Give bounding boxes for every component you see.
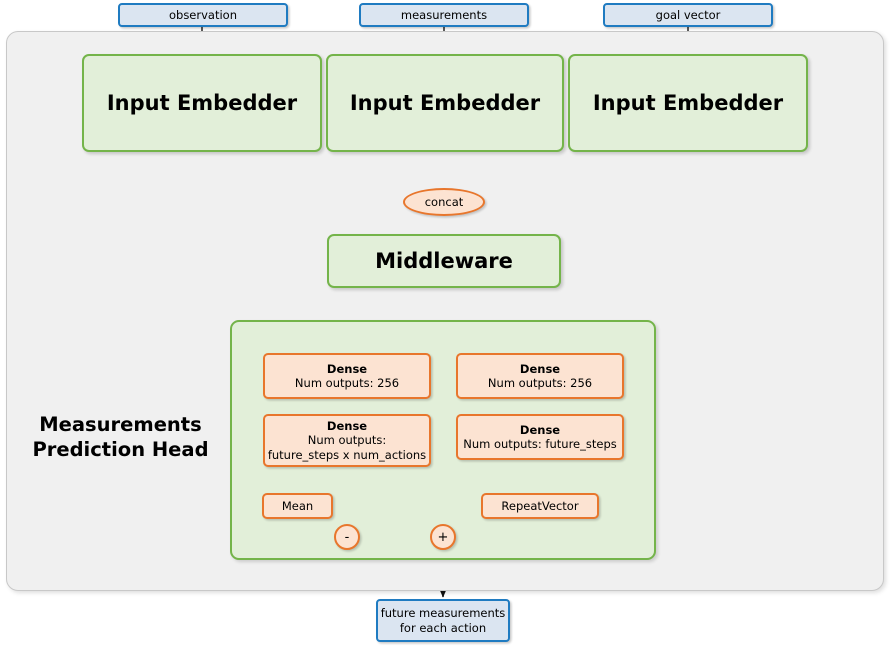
mean-node[interactable]: Mean bbox=[262, 493, 333, 519]
output-box-future-measurements[interactable]: future measurements for each action bbox=[376, 599, 510, 642]
head-title-line-1: Measurements bbox=[39, 413, 202, 436]
right-dense-2-outputs: Num outputs: future_steps bbox=[463, 437, 617, 451]
input-embedder-1-label: Input Embedder bbox=[106, 90, 298, 115]
right-dense-1-outputs: Num outputs: 256 bbox=[487, 376, 593, 390]
input-embedder-3-label: Input Embedder bbox=[592, 90, 784, 115]
left-dense-2[interactable]: Dense Num outputs: future_steps x num_ac… bbox=[263, 414, 431, 467]
left-dense-1-title: Dense bbox=[326, 361, 368, 376]
middleware-node[interactable]: Middleware bbox=[327, 234, 561, 288]
input-embedder-1[interactable]: Input Embedder bbox=[82, 54, 322, 152]
input-box-observation-label: observation bbox=[168, 7, 237, 22]
input-box-goal-vector[interactable]: goal vector bbox=[603, 3, 773, 27]
mean-label: Mean bbox=[281, 498, 314, 513]
subtract-operator-symbol: - bbox=[344, 529, 350, 545]
input-box-measurements-label: measurements bbox=[400, 7, 488, 22]
right-dense-1-title: Dense bbox=[519, 361, 561, 376]
add-operator-symbol: + bbox=[437, 529, 449, 545]
input-embedder-2[interactable]: Input Embedder bbox=[326, 54, 564, 152]
left-dense-1[interactable]: Dense Num outputs: 256 bbox=[263, 353, 431, 399]
input-box-goal-vector-label: goal vector bbox=[655, 7, 721, 22]
repeat-vector-label: RepeatVector bbox=[501, 498, 579, 513]
concat-label: concat bbox=[424, 195, 464, 209]
left-dense-2-outputs-label: Num outputs: bbox=[307, 433, 387, 448]
output-box-line-2: for each action bbox=[399, 620, 487, 635]
right-dense-1[interactable]: Dense Num outputs: 256 bbox=[456, 353, 624, 399]
right-dense-2-title: Dense bbox=[519, 422, 561, 437]
add-operator-node[interactable]: + bbox=[430, 524, 456, 550]
concat-node[interactable]: concat bbox=[403, 188, 485, 216]
input-embedder-2-label: Input Embedder bbox=[349, 90, 541, 115]
input-box-observation[interactable]: observation bbox=[118, 3, 288, 27]
subtract-operator-node[interactable]: - bbox=[334, 524, 360, 550]
head-title-line-2: Prediction Head bbox=[32, 438, 209, 462]
left-dense-2-outputs-value: future_steps x num_actions bbox=[267, 447, 427, 462]
output-box-line-1: future measurements bbox=[380, 606, 506, 621]
input-embedder-3[interactable]: Input Embedder bbox=[568, 54, 808, 152]
right-dense-2[interactable]: Dense Num outputs: future_steps bbox=[456, 414, 624, 460]
repeat-vector-node[interactable]: RepeatVector bbox=[481, 493, 599, 519]
middleware-label: Middleware bbox=[375, 248, 513, 273]
left-dense-2-title: Dense bbox=[326, 418, 368, 433]
head-panel-title: Measurements Prediction Head bbox=[18, 412, 223, 463]
input-box-measurements[interactable]: measurements bbox=[359, 3, 529, 27]
left-dense-1-outputs: Num outputs: 256 bbox=[294, 376, 400, 390]
